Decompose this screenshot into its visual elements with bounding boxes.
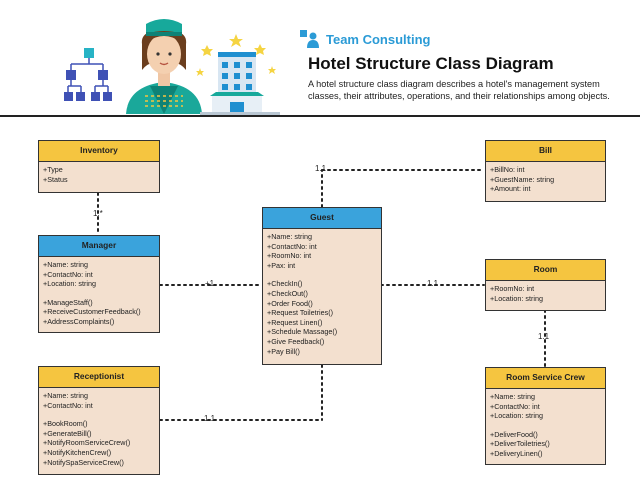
attribute: +ContactNo: int — [43, 269, 93, 279]
attribute: +Location: string — [490, 411, 543, 421]
class-name: Room Service Crew — [486, 368, 605, 389]
operation: +NotifyKitchenCrew() — [43, 447, 112, 457]
operation: +NotifySpaServiceCrew() — [43, 457, 124, 467]
brand-logo: Team Consulting — [300, 30, 430, 48]
operation: +Give Feedback() — [267, 336, 325, 346]
org-chart-icon — [64, 48, 112, 101]
operation: +ReceiveCustomerFeedback() — [43, 307, 141, 317]
attribute: +ContactNo: int — [43, 400, 93, 410]
operation: +ManageStaff() — [43, 297, 93, 307]
class-guest: Guest +Name: string +ContactNo: int +Roo… — [262, 207, 382, 365]
attribute: +Name: string — [43, 260, 88, 269]
class-name: Bill — [486, 141, 605, 162]
attribute: +RoomNo: int — [267, 251, 312, 261]
attribute: +Location: string — [43, 279, 96, 289]
attribute: +Location: string — [490, 293, 543, 303]
brand-name: Team Consulting — [326, 31, 431, 47]
operation: +Schedule Massage() — [267, 327, 338, 337]
class-bill: Bill +BillNo: int +GuestName: string +Am… — [485, 140, 606, 202]
class-manager: Manager +Name: string +ContactNo: int +L… — [38, 235, 160, 333]
attribute: +Pax: int — [267, 260, 296, 270]
operation: +CheckIn() — [267, 279, 303, 289]
multiplicity-manager-guest: +1 — [205, 279, 215, 288]
operation: +GenerateBill() — [43, 428, 92, 438]
attribute: +BillNo: int — [490, 165, 525, 174]
class-name: Manager — [39, 236, 159, 257]
operation: +Request Linen() — [267, 317, 323, 327]
header-illustration — [64, 19, 280, 115]
attribute: +ContactNo: int — [490, 401, 540, 411]
operation: +NotifyRoomServiceCrew() — [43, 438, 131, 448]
operation: +Pay Bill() — [267, 346, 300, 356]
operation: +DeliverToiletries() — [490, 439, 550, 449]
header-divider — [0, 115, 640, 117]
class-name: Guest — [263, 208, 381, 229]
page-subtitle: A hotel structure class diagram describe… — [308, 79, 610, 101]
multiplicity-guest-room: 1.1 — [427, 279, 439, 288]
class-name: Room — [486, 260, 605, 281]
attribute: +ContactNo: int — [267, 241, 317, 251]
class-receptionist: Receptionist +Name: string +ContactNo: i… — [38, 366, 160, 475]
multiplicity-guest-bill: 1.1 — [315, 164, 327, 173]
operation: +CheckOut() — [267, 288, 308, 298]
multiplicity-room-crew: 1.1 — [538, 332, 550, 341]
class-inventory: Inventory +Type +Status — [38, 140, 160, 193]
team-logo-icon — [300, 30, 319, 48]
attribute: +Name: string — [490, 392, 535, 401]
class-room: Room +RoomNo: int +Location: string — [485, 259, 606, 311]
operation: +DeliverFood() — [490, 429, 538, 439]
operation: +Request Toiletries() — [267, 308, 333, 318]
multiplicity-inventory-manager: 1.* — [93, 209, 103, 218]
attribute: +Status — [43, 174, 68, 184]
operation: +BookRoom() — [43, 419, 88, 429]
receptionist-illustration — [126, 19, 202, 114]
class-name: Inventory — [39, 141, 159, 162]
hotel-building-icon — [200, 52, 280, 115]
page-title: Hotel Structure Class Diagram — [308, 54, 554, 73]
attribute: +RoomNo: int — [490, 284, 535, 293]
attribute: +GuestName: string — [490, 174, 555, 184]
operation: +AddressComplaints() — [43, 316, 115, 326]
operation: +DeliveryLinen() — [490, 448, 543, 458]
attribute: +Name: string — [267, 232, 312, 241]
attribute: +Type — [43, 165, 63, 174]
class-room-service-crew: Room Service Crew +Name: string +Contact… — [485, 367, 606, 465]
class-name: Receptionist — [39, 367, 159, 388]
attribute: +Amount: int — [490, 184, 531, 194]
attribute: +Name: string — [43, 391, 88, 400]
star-icons — [196, 34, 276, 76]
multiplicity-receptionist-guest: 1.1 — [204, 414, 216, 423]
operation: +Order Food() — [267, 298, 313, 308]
